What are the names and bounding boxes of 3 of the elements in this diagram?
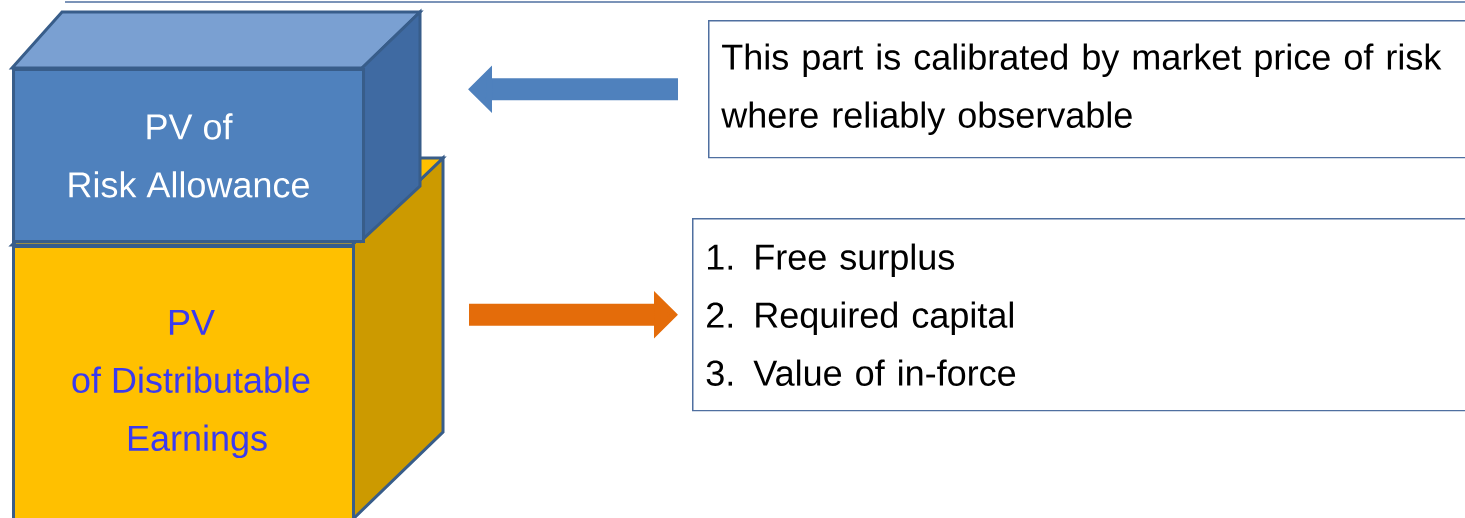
cube-front-face: PV of Risk Allowance bbox=[12, 68, 365, 243]
text-box: This part is calibrated by market price of risk where reliably observable bbox=[708, 20, 1465, 159]
list-box: 1. Free surplus 2. Required capital 3. Value of in-force bbox=[692, 218, 1465, 412]
